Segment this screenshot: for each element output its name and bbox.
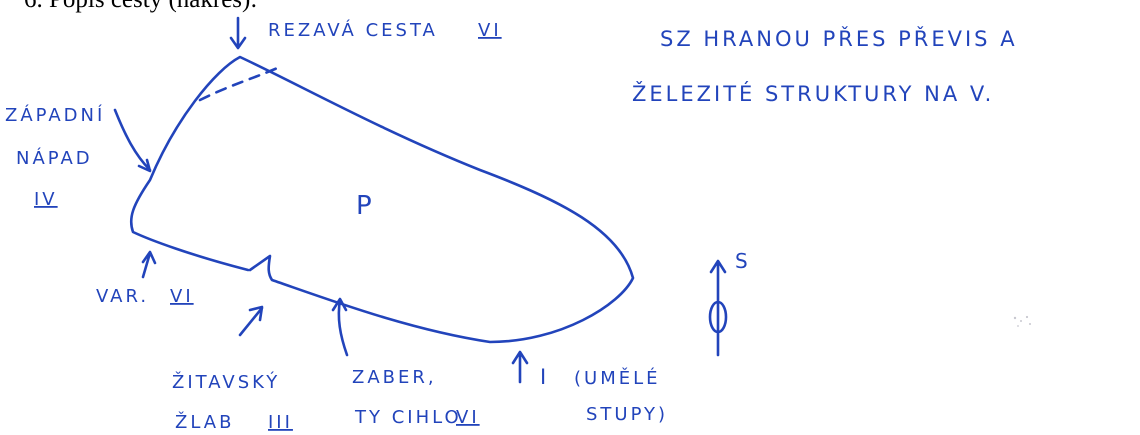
label-zaber: ZABER, xyxy=(352,367,437,388)
label-rezava-grade: VI xyxy=(478,20,502,41)
arrow-var xyxy=(141,250,157,279)
arrow-zitavsky xyxy=(238,305,264,337)
label-zapadni-grade: IV xyxy=(34,189,58,210)
label-var: VAR. xyxy=(96,286,149,307)
rock-block-label: P xyxy=(356,191,375,221)
label-ty-cihlo: TY CIHLO xyxy=(354,407,462,428)
summit-dashed-line xyxy=(198,64,284,102)
label-zlab: ŽLAB xyxy=(175,411,234,433)
label-rezava-cesta: REZAVÁ CESTA xyxy=(268,19,438,41)
north-circle-icon xyxy=(708,300,728,334)
arrow-umele xyxy=(511,350,529,384)
north-label: S xyxy=(735,249,751,273)
label-umele-line-2: STUPY) xyxy=(586,404,668,425)
label-umele-line-1: (UMĚLÉ xyxy=(574,367,661,389)
description-line-2: ŽELEZITÉ STRUKTURY NA V. xyxy=(632,81,994,106)
section-heading: 6. Popis cesty (nákres): xyxy=(24,0,257,14)
label-napad: NÁPAD xyxy=(16,147,93,169)
label-zapadni: ZÁPADNÍ xyxy=(5,104,105,126)
label-zitavsky: ŽITAVSKÝ xyxy=(172,371,280,393)
label-var-grade: VI xyxy=(170,286,194,307)
arrow-rezava xyxy=(229,16,247,50)
north-arrow-icon xyxy=(709,259,727,357)
label-umele-grade: I xyxy=(540,365,549,389)
label-zlab-grade: III xyxy=(268,412,293,433)
description-line-1: SZ HRANOU PŘES PŘEVIS A xyxy=(660,26,1018,51)
label-ty-cihlo-grade: VI xyxy=(456,407,480,428)
paper-smudge xyxy=(1013,315,1031,327)
arrow-zaber xyxy=(331,297,349,357)
arrow-zapadni xyxy=(113,108,152,173)
rock-outline xyxy=(129,55,635,344)
